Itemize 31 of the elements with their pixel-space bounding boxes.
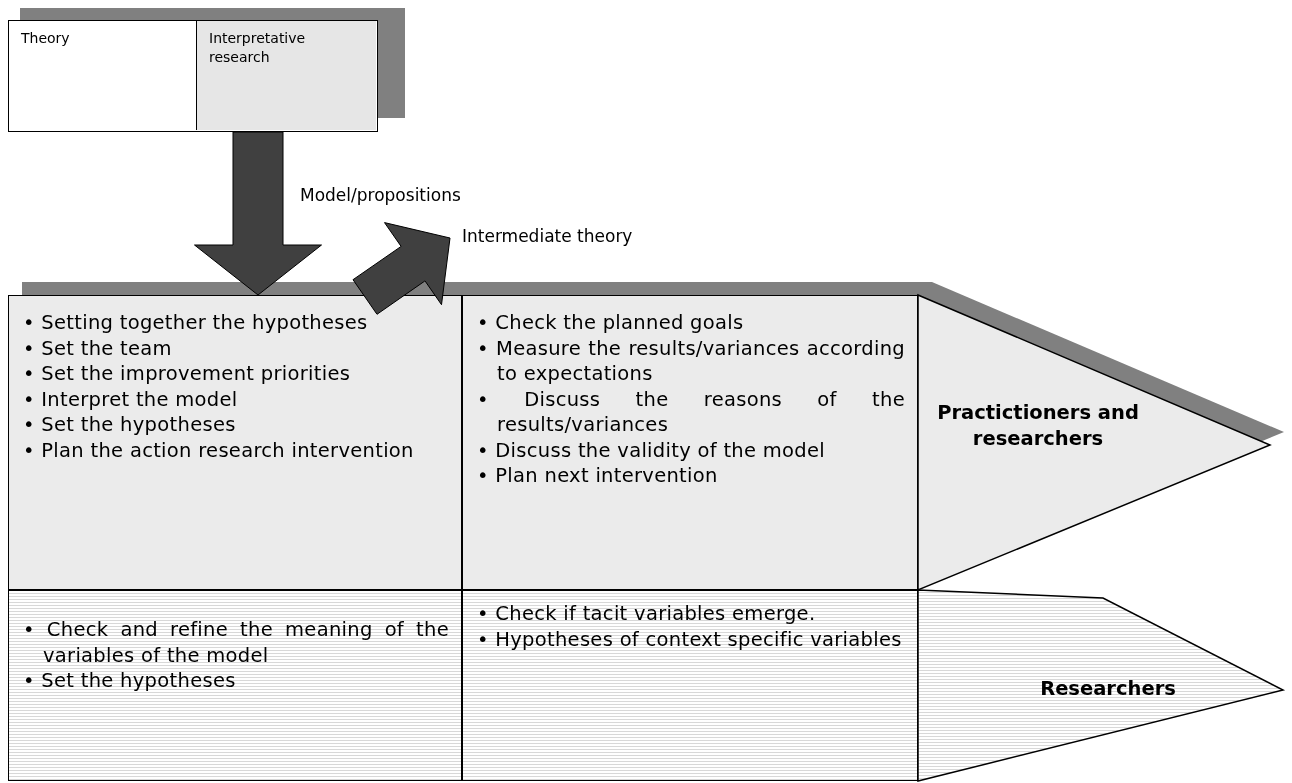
panel-section [8, 590, 462, 781]
bullet-item: • Check the planned goals [477, 310, 745, 336]
bullet-item: • Setting together the hypotheses [23, 310, 369, 336]
chevron-section [918, 590, 1283, 781]
chevron-section [918, 295, 1270, 590]
bullet-item: • Interpret the model [23, 386, 239, 412]
section-title: Practictioners and researchers [936, 400, 1140, 452]
bullet-item: • Measure the results/variances according to expectations [477, 335, 905, 387]
cell-text: Theory [21, 29, 71, 48]
bullet-item: • Check if tacit variables emerge. [477, 601, 817, 627]
cell-text: Interpretative research [209, 29, 307, 67]
table-panel [197, 21, 376, 130]
bullet-item: • Set the improvement priorities [23, 361, 352, 387]
edge-label: Model/propositions [300, 185, 461, 205]
edge-label: Intermediate theory [462, 226, 633, 246]
bullet-item: • Check and refine the meaning of the variables of the model [23, 617, 449, 668]
bullet-item: • Discuss the reasons of the results/variances [477, 386, 905, 438]
block-arrow [194, 131, 322, 296]
bullet-item: • Plan the action research intervention [23, 437, 415, 463]
bullet-item: • Set the hypotheses [23, 668, 237, 694]
bullet-item: • Set the team [23, 335, 173, 361]
outer-box [8, 20, 378, 132]
bullet-item: • Plan next intervention [477, 463, 719, 489]
panel-section [462, 590, 918, 781]
section-title: Researchers [1039, 676, 1177, 702]
block-arrow [352, 222, 451, 315]
bullet-item: • Discuss the validity of the model [477, 437, 826, 463]
panel-section [8, 295, 462, 590]
bullet-item: • Set the hypotheses [23, 412, 237, 438]
panel-section [462, 295, 918, 590]
bullet-item: • Hypotheses of context specific variables [477, 626, 903, 652]
